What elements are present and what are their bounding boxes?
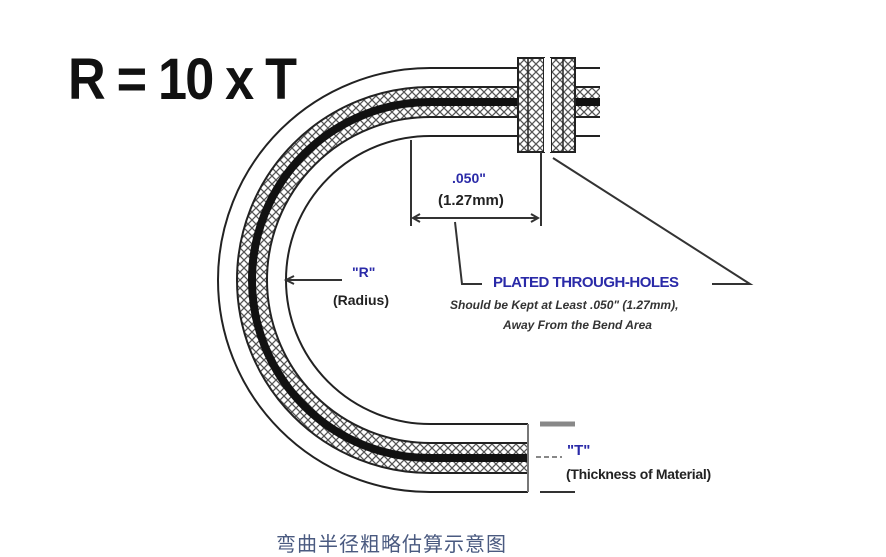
holes-note-line2: Away From the Bend Area: [503, 318, 652, 332]
flex-circuit-u-bend: [217, 67, 605, 493]
holes-note-line1: Should be Kept at Least .050" (1.27mm),: [450, 298, 679, 312]
radius-label: (Radius): [333, 292, 389, 308]
cut-end: [600, 60, 620, 150]
caption: 弯曲半径粗略估算示意图: [276, 532, 507, 556]
dimension-lines: [283, 140, 754, 493]
dimension-inch: .050": [452, 170, 486, 186]
thickness-symbol: "T": [567, 442, 591, 459]
formula-title: R = 10 x T: [68, 47, 297, 112]
radius-symbol: "R": [352, 264, 376, 280]
thickness-label: (Thickness of Material): [566, 466, 711, 482]
plated-through-holes: [517, 57, 576, 153]
holes-title: PLATED THROUGH-HOLES: [493, 274, 679, 291]
dimension-mm: (1.27mm): [438, 192, 504, 209]
